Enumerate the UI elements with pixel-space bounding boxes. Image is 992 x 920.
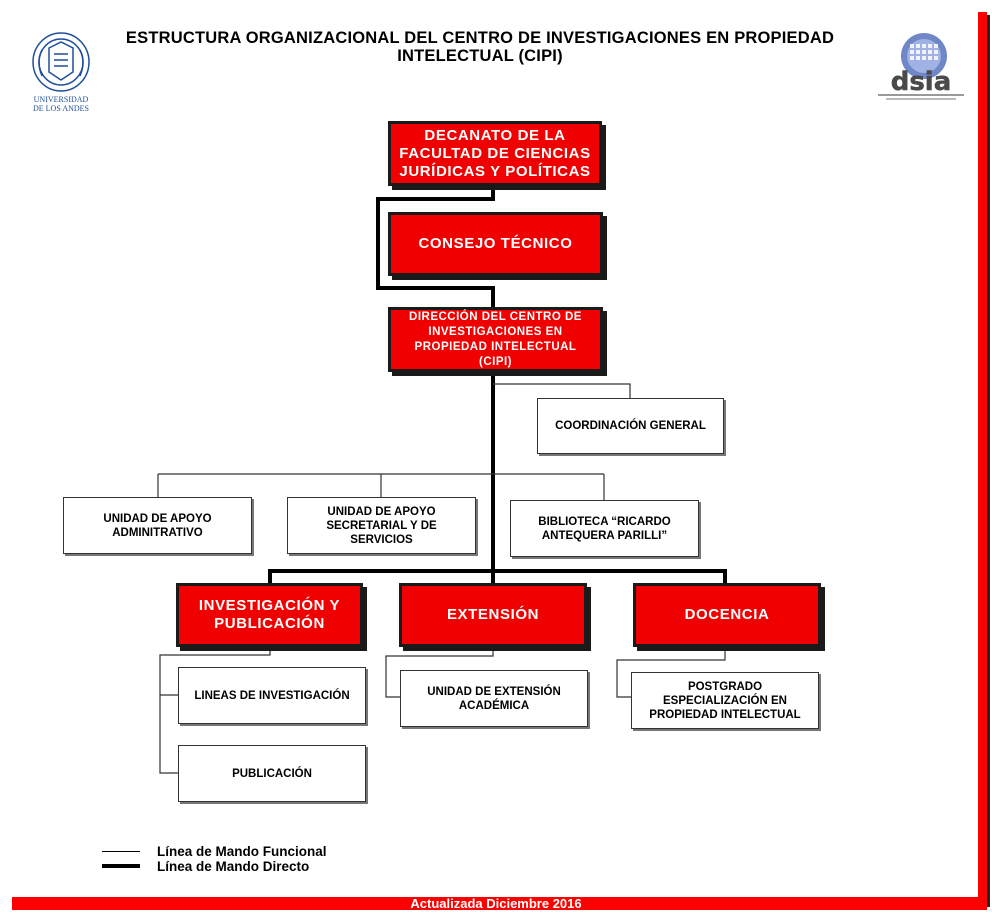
- svg-text:UNIVERSIDAD: UNIVERSIDAD: [34, 95, 89, 104]
- legend-directo-label: Línea de Mando Directo: [157, 859, 310, 874]
- node-biblioteca: BIBLIOTECA “RICARDO ANTEQUERA PARILLI”: [510, 500, 699, 557]
- node-postgrado: POSTGRADO ESPECIALIZACIÓN EN PROPIEDAD I…: [631, 672, 819, 729]
- node-apoyo-administrativo: UNIDAD DE APOYO ADMINITRATIVO: [63, 497, 252, 554]
- node-lineas-investigacion: LINEAS DE INVESTIGACIÓN: [178, 667, 366, 724]
- svg-text:dsia: dsia: [891, 67, 952, 97]
- right-red-border: [978, 12, 987, 904]
- node-direccion-cipi: DIRECCIÓN DEL CENTRO DE INVESTIGACIONES …: [388, 307, 603, 372]
- chart-title: ESTRUCTURA ORGANIZACIONAL DEL CENTRO DE …: [125, 29, 835, 65]
- functional-line-investigacion-children: [159, 648, 271, 774]
- footer-updated-text: Actualizada Diciembre 2016: [410, 896, 582, 911]
- footer-bar: [12, 897, 987, 910]
- node-consejo-tecnico: CONSEJO TÉCNICO: [388, 212, 603, 276]
- direct-line-decanato-direccion: [376, 184, 495, 310]
- functional-line-docencia-child: [616, 648, 726, 698]
- node-publicacion: PUBLICACIÓN: [178, 745, 366, 802]
- node-extension: EXTENSIÓN: [399, 583, 587, 647]
- node-decanato: DECANATO DE LA FACULTAD DE CIENCIAS JURÍ…: [388, 121, 602, 186]
- functional-line-extension-child: [385, 648, 494, 698]
- node-unidad-extension: UNIDAD DE EXTENSIÓN ACADÉMICA: [400, 670, 588, 727]
- node-apoyo-secretarial: UNIDAD DE APOYO SECRETARIAL Y DE SERVICI…: [287, 497, 476, 554]
- legend-thin-line: [102, 851, 140, 852]
- legend-thick-line: [102, 864, 140, 868]
- svg-text:DE LOS ANDES: DE LOS ANDES: [33, 104, 89, 113]
- node-docencia: DOCENCIA: [633, 583, 821, 647]
- universidad-de-los-andes-logo: UNIVERSIDAD DE LOS ANDES: [28, 30, 94, 114]
- node-investigacion-publicacion: INVESTIGACIÓN Y PUBLICACIÓN: [176, 583, 363, 647]
- functional-line-coordinacion: [493, 383, 631, 398]
- node-coordinacion-general: COORDINACIÓN GENERAL: [537, 398, 724, 454]
- legend-funcional-label: Línea de Mando Funcional: [157, 844, 327, 859]
- dsia-logo: dsia: [872, 32, 970, 104]
